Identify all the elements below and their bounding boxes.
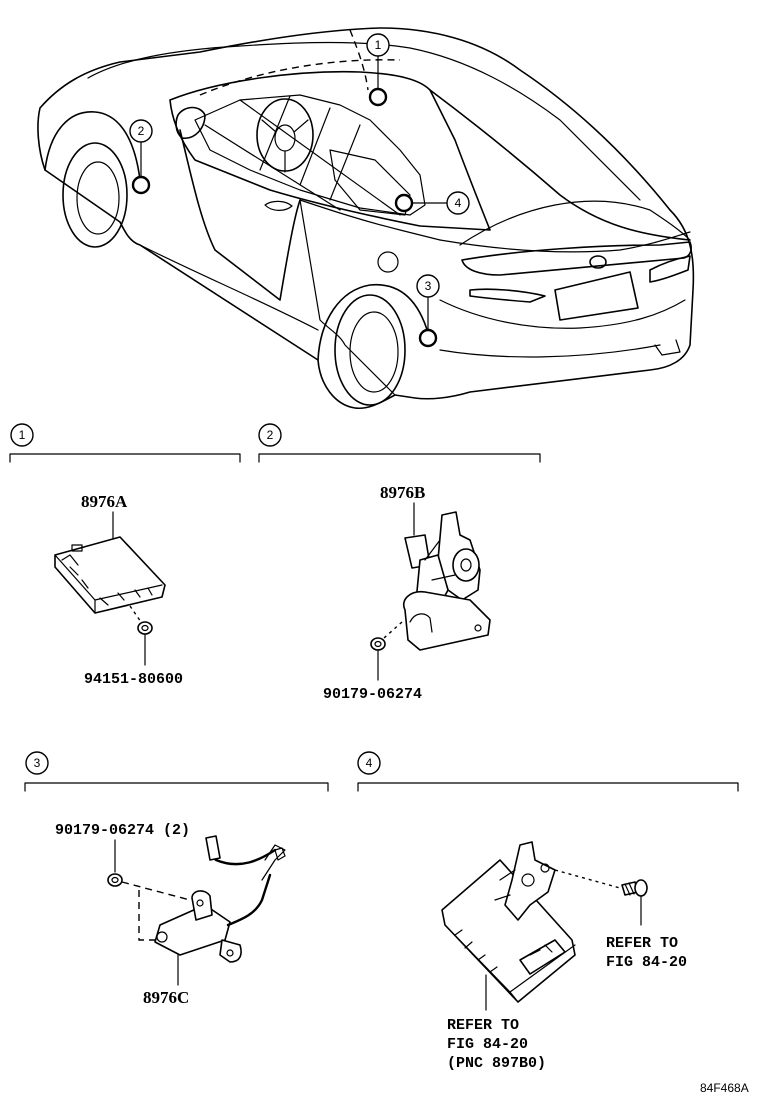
nut-90179-c: [107, 873, 123, 887]
top-callout-3: 3: [416, 274, 440, 298]
refer-ecu-line-1: REFER TO: [447, 1017, 519, 1034]
fastener-label-94151: 94151-80600: [84, 671, 183, 688]
refer-ecu-line-2: FIG 84-20: [447, 1036, 528, 1053]
height-sensor-8976c: [154, 835, 286, 963]
ecu-module: [441, 841, 576, 1003]
callout-text: 4: [455, 196, 462, 210]
top-callout-1: 1: [366, 33, 390, 57]
refer-bolt-line-1: REFER TO: [606, 935, 678, 952]
nut-94151: [137, 621, 153, 635]
part-label-8976c: 8976C: [143, 988, 189, 1007]
module-8976a: [54, 536, 166, 614]
callout-text: 1: [375, 38, 382, 52]
top-callout-2: 2: [129, 119, 153, 143]
section-number: 1: [19, 428, 26, 442]
section-number: 4: [366, 756, 373, 770]
refer-ecu-line-3: (PNC 897B0): [447, 1055, 546, 1072]
section-2: 2 8976B 90179-06274: [258, 423, 541, 703]
part-label-8976a: 8976A: [81, 492, 128, 511]
nut-90179-b: [370, 637, 386, 651]
car-illustration: [37, 27, 695, 410]
figure-code: 84F468A: [700, 1081, 749, 1095]
section-4: 4 REFER TO FIG 84-20: [357, 751, 739, 1072]
part-label-8976b: 8976B: [380, 483, 425, 502]
refer-ecu-text: REFER TO FIG 84-20 (PNC 897B0): [447, 1017, 546, 1072]
marker-2: [131, 175, 151, 195]
section-number: 2: [267, 428, 274, 442]
bolt: [621, 879, 648, 897]
fastener-label-90179-b: 90179-06274: [323, 686, 422, 703]
section-3: 3 90179-06274 (2) 8976C: [24, 751, 329, 1007]
marker-3: [418, 328, 438, 348]
location-markers: [131, 55, 448, 348]
refer-bolt-line-2: FIG 84-20: [606, 954, 687, 971]
sensor-bracket-8976b: [403, 511, 491, 651]
fastener-label-90179-c: 90179-06274 (2): [55, 822, 190, 839]
section-1: 1 8976A 94151-80600: [9, 423, 241, 688]
marker-4: [394, 193, 414, 213]
top-callout-4: 4: [446, 191, 470, 215]
callout-text: 2: [138, 124, 145, 138]
refer-bolt-text: REFER TO FIG 84-20: [606, 935, 687, 971]
callout-text: 3: [425, 279, 432, 293]
marker-1: [368, 87, 388, 107]
section-number: 3: [34, 756, 41, 770]
